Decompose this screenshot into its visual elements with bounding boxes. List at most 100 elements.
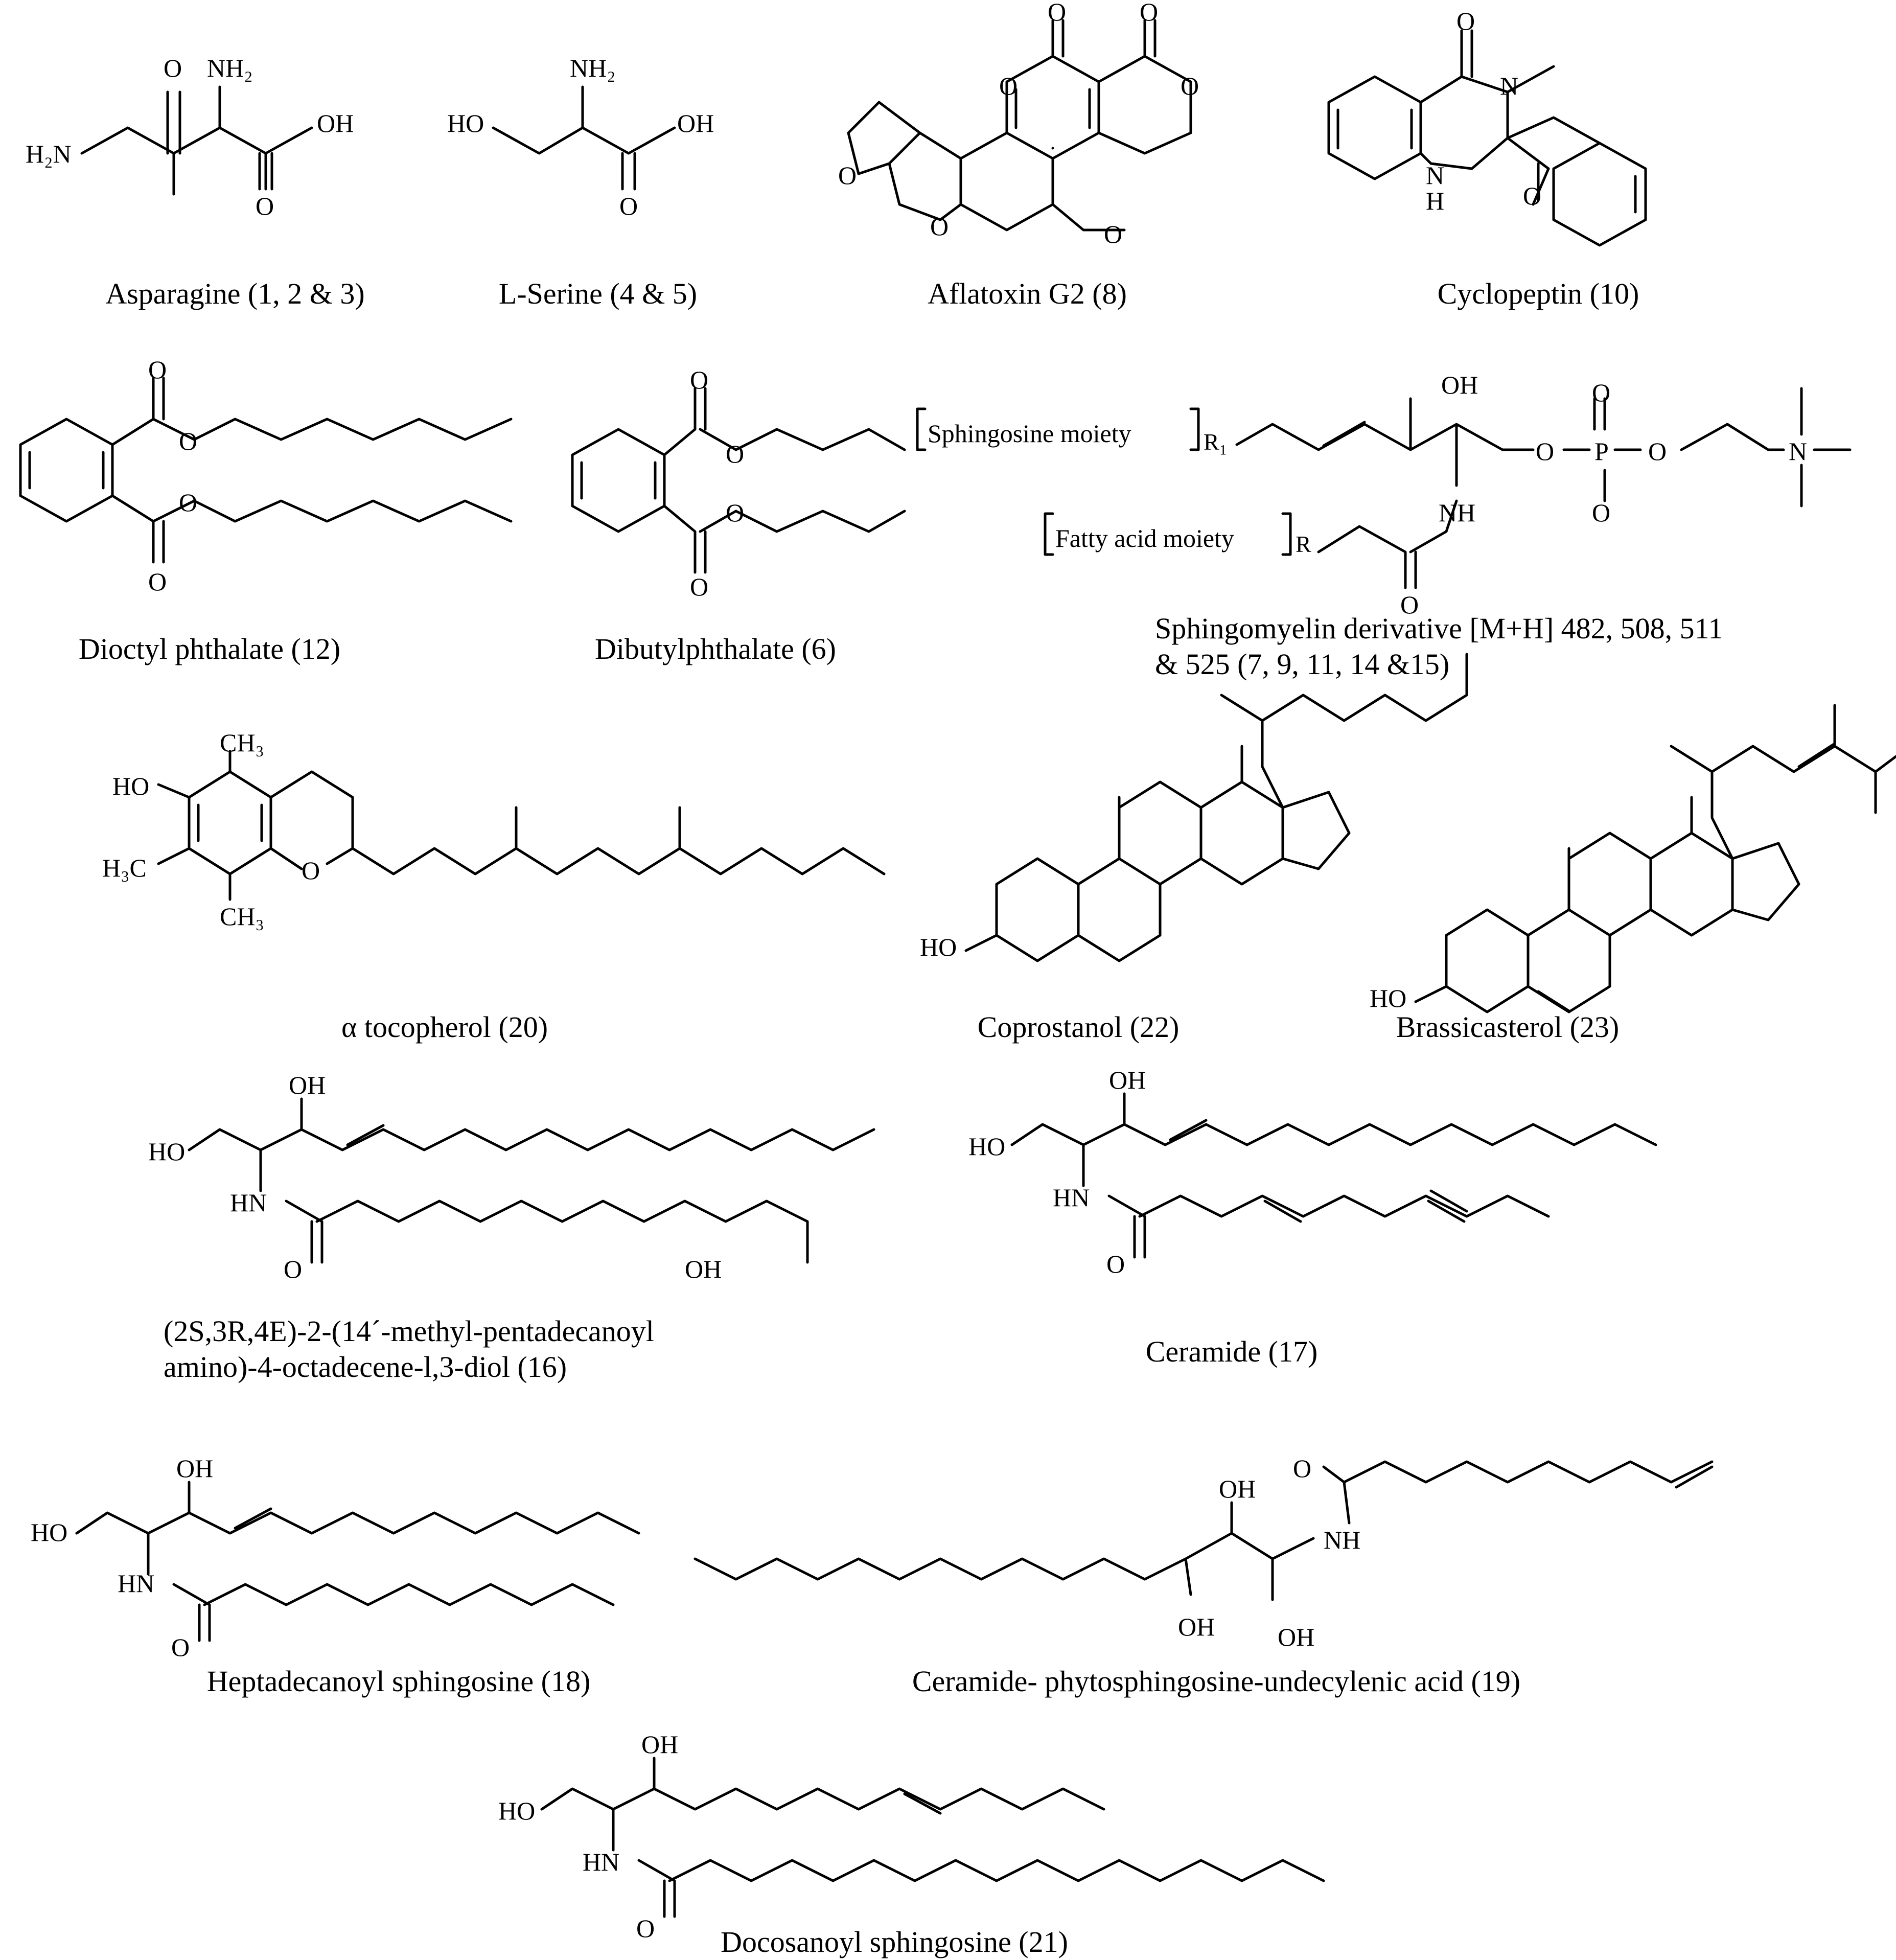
atom-label: N [1426,161,1444,190]
atom-label: O [1523,181,1541,210]
atom-label: HO [31,1518,67,1547]
structure-compound16: OH HO HN O OH [148,1071,875,1283]
atom-label: NH₂ [207,54,253,82]
structure-ceramide19: O OH NH OH OH [693,1454,1714,1651]
atom-label: O [302,856,320,885]
caption-line: amino)-4-octadecene-l,3-diol (16) [164,1350,567,1383]
atom-label: O [1181,72,1199,100]
atom-label: O [1293,1454,1311,1483]
caption-sphingomyelin: Sphingomyelin derivative [M+H] 482, 508,… [1155,611,1723,682]
atom-label: CH₃ [220,728,264,757]
structure-tocopherol: CH₃ HO H₃C CH₃ O [102,728,886,931]
atom-label: O [726,440,744,468]
atom-label: O [1400,590,1419,619]
structure-heptadecanoyl: OH HO HN O [31,1454,640,1662]
caption-line: Sphingomyelin derivative [M+H] 482, 508,… [1155,612,1723,645]
structure-dioctyl-phthalate: O O O O [19,355,513,596]
atom-label: OH [289,1071,326,1099]
atom-label: NH [1439,498,1475,527]
atom-label: O [1592,498,1610,527]
atom-label: HO [112,772,149,800]
atom-label: O [726,498,744,527]
structure-serine: NH₂ HO OH O [447,54,714,220]
atom-label: OH [641,1730,678,1759]
atom-label: O [690,365,708,394]
caption-aflatoxin: Aflatoxin G2 (8) [928,277,1127,310]
atom-label: O [1648,437,1667,466]
atom-label: H₃C [102,854,147,882]
atom-label: O [838,161,857,190]
atom-label: NH₂ [570,54,616,82]
atom-label: O [148,567,167,596]
atom-label: O [256,192,274,220]
atom-label: HO [498,1796,535,1825]
atom-label: HO [920,933,957,961]
atom-label: OH [1109,1066,1146,1094]
sphingosine-moiety-label: Sphingosine moiety [928,419,1131,448]
caption-docosanoyl: Docosanoyl sphingosine (21) [721,1925,1068,1958]
caption-serine: L-Serine (4 & 5) [498,277,698,310]
structure-coprostanol: HO [920,653,1468,962]
atom-label: NH [1324,1526,1360,1554]
structure-docosanoyl: OH HO HN O [498,1730,1325,1943]
atom-label: CH₃ [220,902,264,931]
structure-brassicasterol: HO [1370,704,1896,1013]
atom-label: HN [583,1848,619,1876]
atom-label: N [1789,437,1807,466]
atom-label: O [171,1633,190,1662]
atom-label: O [930,212,949,241]
fatty-acid-moiety-label: Fatty acid moiety [1055,524,1234,552]
atom-label: O [148,355,167,384]
atom-label: O [1140,0,1158,26]
r1-label: R₁ [1204,429,1228,455]
atom-label: O [999,72,1018,100]
atom-label: O [284,1255,302,1283]
atom-label: OH [1178,1612,1215,1641]
structure-aflatoxin: O O O O O O O [838,0,1199,248]
atom-label: HN [1053,1183,1090,1212]
atom-label: H₂N [26,140,72,168]
structure-cyclopeptin: O N N H O [1327,7,1647,247]
atom-label: N [1500,72,1518,100]
caption-dibutyl-phthalate: Dibutylphthalate (6) [595,632,836,665]
caption-tocopherol: α tocopherol (20) [341,1010,548,1044]
atom-label: OH [317,109,354,137]
atom-label: OH [685,1255,722,1283]
r-label: R [1296,531,1311,557]
atom-label: HN [118,1569,154,1598]
atom-label: HO [968,1132,1005,1161]
atom-label: O [179,488,197,517]
caption-ceramide17: Ceramide (17) [1145,1335,1318,1368]
caption-compound16: (2S,3R,4E)-2-(14´-methyl-pentadecanoyl a… [164,1313,654,1385]
atom-label: OH [1219,1474,1256,1503]
structure-sphingomyelin: Sphingosine moiety Fatty acid moiety R₁ … [916,371,1852,619]
atom-label: O [1592,378,1610,407]
structure-ceramide17: OH HO HN O [968,1066,1657,1278]
atom-label: O [636,1914,655,1943]
caption-line: & 525 (7, 9, 11, 14 &15) [1155,647,1450,681]
atom-label: OH [1441,371,1478,399]
caption-brassicasterol: Brassicasterol (23) [1396,1010,1620,1044]
atom-label: HN [230,1188,267,1217]
atom-label: OH [677,109,714,137]
atom-label: O [1536,437,1554,466]
atom-label: O [164,54,182,82]
caption-asparagine: Asparagine (1, 2 & 3) [105,277,365,310]
atom-label: OH [176,1454,213,1483]
atom-label: P [1594,437,1609,466]
atom-label: O [1048,0,1066,26]
caption-dioctyl-phthalate: Dioctyl phthalate (12) [78,632,341,665]
atom-label: O [1456,7,1475,35]
atom-label: HO [447,109,484,137]
caption-line: (2S,3R,4E)-2-(14´-methyl-pentadecanoyl [164,1315,654,1348]
atom-label: O [619,192,638,220]
atom-label: HO [148,1137,185,1166]
atom-label: OH [1278,1623,1314,1651]
caption-coprostanol: Coprostanol (22) [977,1010,1180,1044]
structure-asparagine: NH₂ O H₂N OH O [26,54,354,220]
atom-label: O [690,572,708,601]
caption-heptadecanoyl: Heptadecanoyl sphingosine (18) [206,1665,591,1698]
atom-label: HO [1370,984,1406,1012]
atom-label: H [1426,187,1444,215]
